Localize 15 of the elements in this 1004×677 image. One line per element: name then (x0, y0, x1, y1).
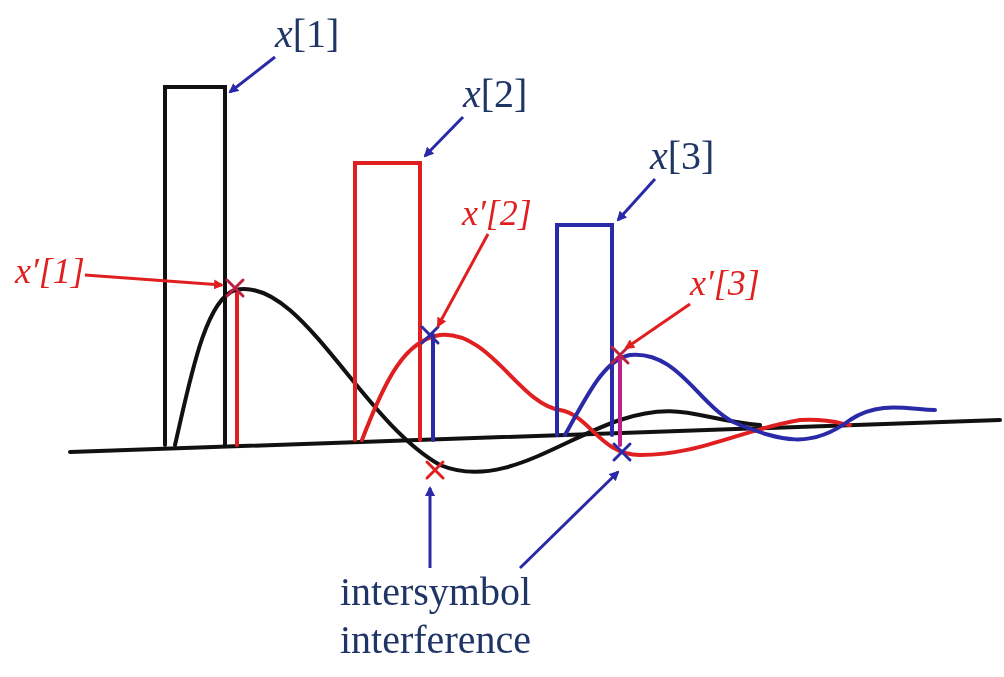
sample-label: x[1] (275, 10, 340, 57)
received-sample-label: x′[3] (690, 262, 760, 304)
received-sample-label: x′[1] (15, 250, 85, 292)
received-sample-label: x′[2] (462, 192, 532, 234)
leader-arrow (228, 55, 276, 94)
leader-arrow (423, 115, 465, 158)
leader-arrow (624, 302, 691, 350)
sample-label: x[2] (463, 70, 528, 117)
leader-arrow (425, 486, 435, 568)
leader-arrow (436, 233, 490, 328)
leader-arrow (616, 178, 657, 222)
leader-arrow (84, 273, 224, 290)
annotation-text: intersymbol interference (340, 568, 610, 664)
sample-label: x[3] (650, 132, 715, 179)
leader-arrow (518, 470, 620, 570)
